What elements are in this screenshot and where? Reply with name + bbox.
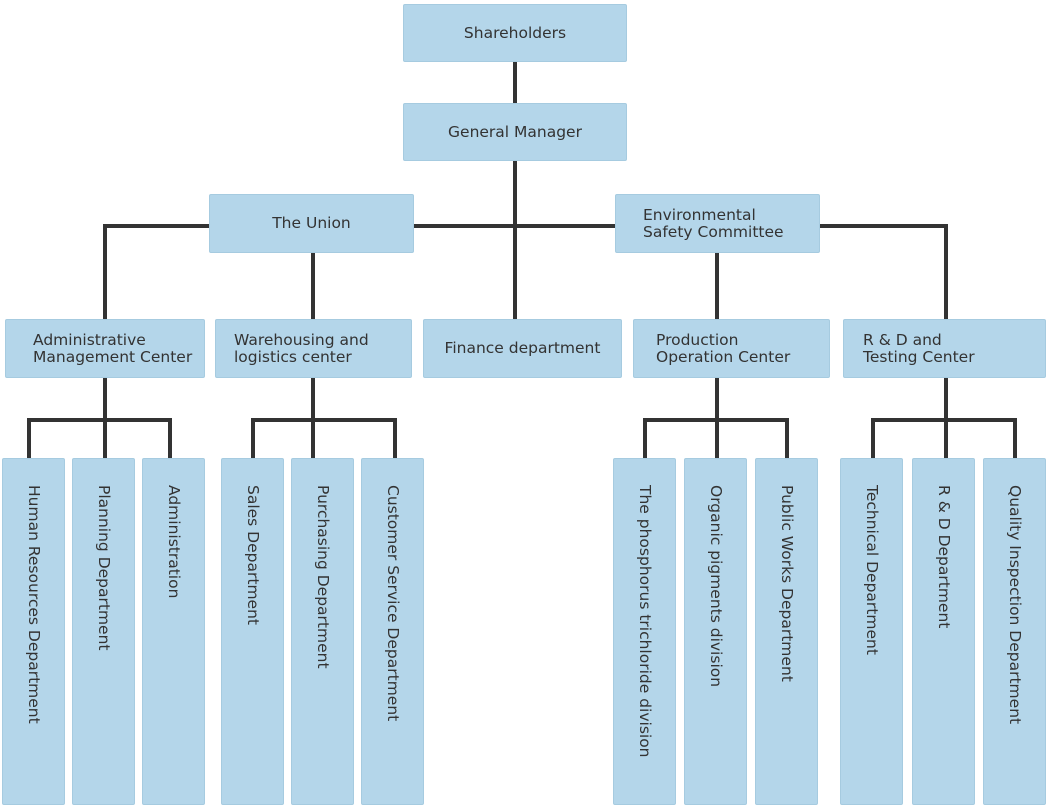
node-planning-department: Planning Department [72,458,135,805]
node-environmental-safety-committee: Environmental Safety Committee [615,194,820,253]
connector-line [103,224,948,228]
connector-line [27,418,172,422]
node-phosphorus-trichloride-division: The phosphorus trichloride division [613,458,676,805]
node-production-operation-center: Production Operation Center [633,319,830,378]
node-rd-testing-center: R & D and Testing Center [843,319,1046,378]
node-rd-department: R & D Department [912,458,975,805]
connector-line [251,418,255,458]
connector-line [785,418,789,458]
connector-line [871,418,1017,422]
node-finance-department: Finance department [423,319,622,378]
connector-line [168,418,172,458]
node-administration: Administration [142,458,205,805]
node-customer-service-department: Customer Service Department [361,458,424,805]
node-technical-department: Technical Department [840,458,903,805]
connector-line [1013,418,1017,458]
node-the-union: The Union [209,194,414,253]
node-administrative-management-center: Administrative Management Center [5,319,205,378]
connector-line [393,418,397,458]
node-sales-department: Sales Department [221,458,284,805]
node-general-manager: General Manager [403,103,627,161]
connector-line [643,418,647,458]
node-shareholders: Shareholders [403,4,627,62]
connector-line [513,160,517,319]
node-quality-inspection-department: Quality Inspection Department [983,458,1046,805]
connector-line [27,418,31,458]
node-purchasing-department: Purchasing Department [291,458,354,805]
node-public-works-department: Public Works Department [755,458,818,805]
node-organic-pigments-division: Organic pigments division [684,458,747,805]
connector-line [513,62,517,103]
node-human-resources-department: Human Resources Department [2,458,65,805]
connector-line [871,418,875,458]
connector-line [643,418,789,422]
node-warehousing-logistics-center: Warehousing and logistics center [215,319,412,378]
connector-line [251,418,397,422]
